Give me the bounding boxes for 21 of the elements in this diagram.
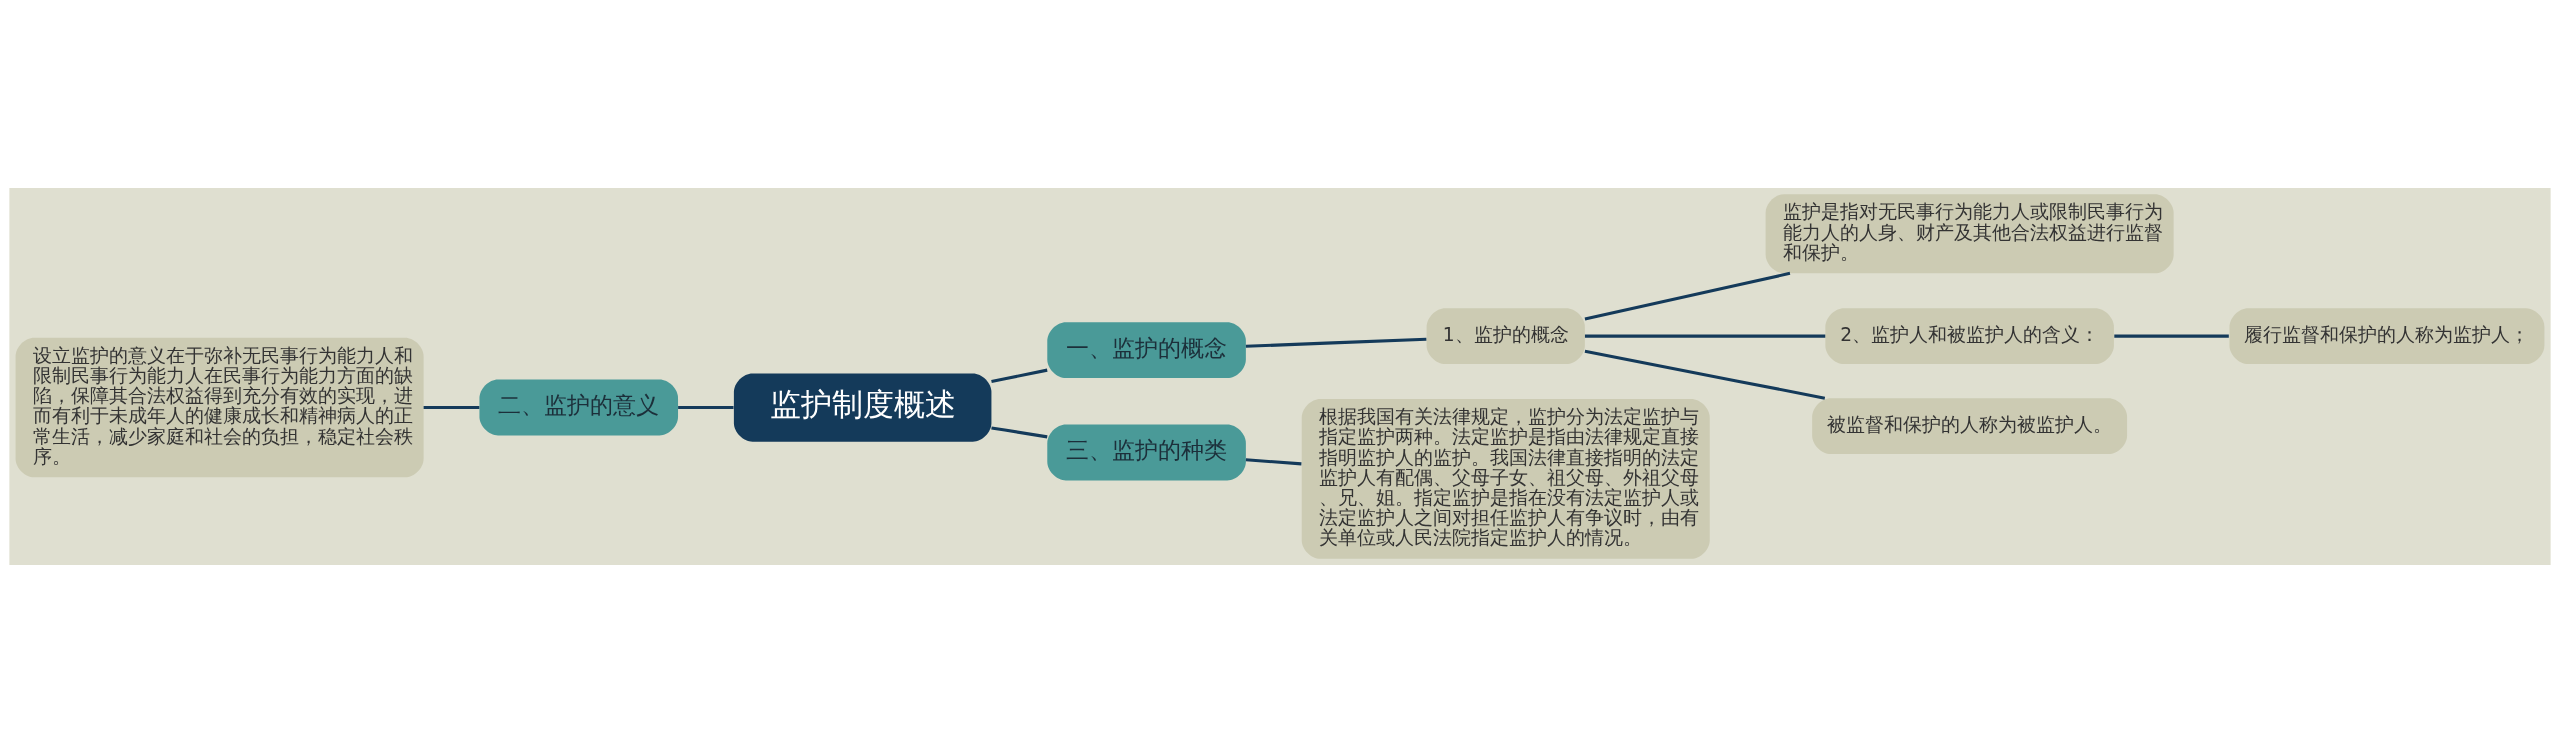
connector (991, 425, 1048, 438)
node-box: 二、监护的意义 (479, 379, 679, 435)
connector (678, 405, 734, 409)
node-box: 履行监督和保护的人称为监护人； (2229, 307, 2545, 364)
node-box: 被监督和保护的人称为被监护人。 (1812, 397, 2128, 454)
connector (2114, 334, 2229, 338)
node-box: 三、监护的种类 (1047, 424, 1246, 480)
node-box: 2、监护人和被监护人的含义： (1825, 307, 2114, 364)
node-box: 一、监护的概念 (1047, 321, 1246, 378)
node-box: 监护是指对无民事行为能力人或限制民事行为能力人的人身、财产及其他合法权益进行监督和保护。 (1765, 193, 2174, 273)
connector (1584, 349, 1826, 400)
connector (423, 405, 480, 409)
connector (1245, 457, 1302, 465)
node-box: 1、监护的概念 (1426, 307, 1585, 364)
connector (991, 368, 1048, 383)
connector (1584, 334, 1826, 338)
node-box: 监护制度概述 (733, 372, 992, 442)
node-box: 根据我国有关法律规定，监护分为法定监护与指定监护两种。法定监护是指由法律规定直接指明监护人的监护。我国法律直接指明的法定监护人有配偶、父母子女、祖父母、外祖父母、兄、姐。指定监护是指在没有法定监护人或法定监护人之间对担任监护人有争议时，由有关单位或人民法院指定监护人的情况。 (1301, 398, 1710, 559)
connector (1584, 271, 1791, 320)
connector (1245, 337, 1427, 348)
node-box: 设立监护的意义在于弥补无民事行为能力人和限制民事行为能力人在民事行为能力方面的缺陷，保障其合法权益得到充分有效的实现，进而有利于未成年人的健康成长和精神病人的正常生活，减少家庭和社会的负担，稳定社会秩序。 (15, 337, 424, 477)
